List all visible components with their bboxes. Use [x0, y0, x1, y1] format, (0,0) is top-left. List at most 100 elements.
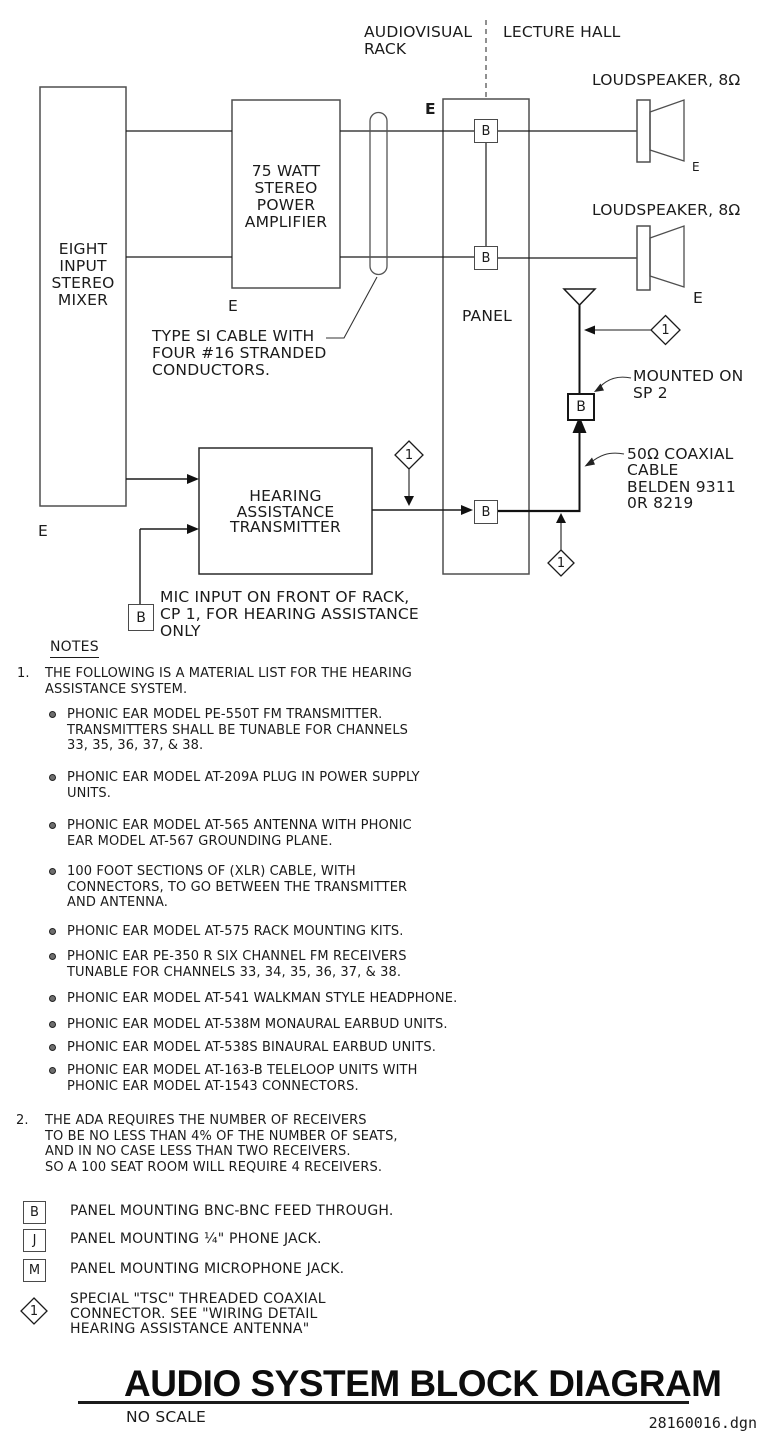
bullet-icon	[49, 953, 56, 960]
text-line: POWER	[256, 196, 316, 214]
text-line: SP 2	[633, 384, 668, 402]
text-line: AND ANTENNA.	[67, 895, 168, 910]
callout-diamond-antenna	[650, 314, 681, 346]
note1-bullet-1: PHONIC EAR MODEL PE-550T FM TRANSMITTER.…	[67, 707, 408, 754]
mic-note: MIC INPUT ON FRONT OF RACK,CP 1, FOR HEA…	[160, 589, 419, 640]
e-label-amp: E	[228, 297, 238, 315]
speaker2-horn	[649, 225, 685, 288]
callout-1-coax: 1	[556, 556, 566, 571]
text-line: TUNABLE FOR CHANNELS 33, 34, 35, 36, 37,…	[67, 964, 402, 980]
legend-j-letter: J	[32, 1233, 37, 1248]
note1-bullet-8: PHONIC EAR MODEL AT-538M MONAURAL EARBUD…	[67, 1017, 448, 1033]
note1-number: 1.	[17, 666, 30, 681]
mounted-note-leader	[598, 376, 632, 389]
text-line: CONNECTOR. SEE "WIRING DETAIL	[70, 1306, 318, 1322]
text-line: STEREO	[254, 179, 318, 197]
coax-note-leader	[589, 452, 625, 464]
legend-m-letter: M	[28, 1263, 41, 1278]
note1-bullet-10: PHONIC EAR MODEL AT-163-B TELELOOP UNITS…	[67, 1063, 417, 1094]
panel-box	[442, 98, 530, 575]
legend-b-symbol: B	[23, 1201, 46, 1224]
arrowhead-output	[461, 505, 473, 515]
bnc-letter: B	[481, 504, 491, 520]
e-label-speaker1: E	[692, 160, 700, 174]
text-line: ASSISTANCE	[236, 502, 335, 521]
text-line: TRANSMITTERS SHALL BE TUNABLE FOR CHANNE…	[67, 722, 409, 738]
e-label-mixer: E	[38, 522, 48, 540]
speaker1-driver	[636, 99, 651, 163]
arrowhead-coax-up	[572, 416, 587, 433]
bullet-icon	[49, 995, 56, 1002]
text-line: PHONIC EAR MODEL AT-565 ANTENNA WITH PHO…	[67, 818, 412, 833]
note2-text: THE ADA REQUIRES THE NUMBER OF RECEIVERS…	[45, 1113, 398, 1175]
text-line: CABLE	[627, 461, 679, 480]
bnc-letter: B	[576, 399, 586, 415]
text-line: PHONIC EAR MODEL AT-575 RACK MOUNTING KI…	[67, 924, 404, 939]
legend-j-text: PANEL MOUNTING ¼" PHONE JACK.	[70, 1231, 322, 1247]
text-line: MIXER	[57, 291, 109, 309]
text-line: TO BE NO LESS THAN 4% OF THE NUMBER OF S…	[45, 1128, 398, 1144]
bnc-letter: B	[481, 250, 491, 266]
antenna-icon	[562, 288, 597, 307]
text-line: 50Ω COAXIAL	[627, 445, 734, 463]
bullet-icon	[49, 868, 56, 875]
speaker2-label: LOUDSPEAKER, 8Ω	[592, 201, 741, 219]
bullet-icon	[49, 1067, 56, 1074]
legend-b-letter: B	[30, 1205, 39, 1220]
text-line: MOUNTED ON	[633, 367, 744, 385]
text-line: RACK	[364, 40, 407, 58]
text-line: SPECIAL "TSC" THREADED COAXIAL	[70, 1291, 326, 1307]
note1-bullet-6: PHONIC EAR PE-350 R SIX CHANNEL FM RECEI…	[67, 949, 407, 980]
note1-text: THE FOLLOWING IS A MATERIAL LIST FOR THE…	[45, 666, 412, 697]
text-line: THE ADA REQUIRES THE NUMBER OF RECEIVERS	[45, 1113, 367, 1128]
note2-number: 2.	[16, 1113, 29, 1128]
text-line: FOUR #16 STRANDED	[152, 344, 327, 362]
speaker1-horn	[649, 99, 685, 162]
note1-bullet-5: PHONIC EAR MODEL AT-575 RACK MOUNTING KI…	[67, 924, 404, 940]
text-line: CP 1, FOR HEARING ASSISTANCE	[160, 605, 419, 623]
text-line: TRANSMITTER	[229, 518, 342, 536]
arrowhead-callout-coax	[556, 513, 566, 523]
text-line: PHONIC EAR MODEL AT-163-B TELELOOP UNITS…	[67, 1063, 418, 1078]
legend-b-text: PANEL MOUNTING BNC-BNC FEED THROUGH.	[70, 1203, 394, 1219]
text-line: PHONIC EAR MODEL AT-209A PLUG IN POWER S…	[67, 770, 420, 785]
note1-bullet-2: PHONIC EAR MODEL AT-209A PLUG IN POWER S…	[67, 770, 420, 801]
callout-1-antenna: 1	[661, 323, 670, 338]
bullet-icon	[49, 774, 56, 781]
callout-1-output: 1	[404, 448, 414, 463]
bullet-icon	[49, 1044, 56, 1051]
legend-m-symbol: M	[23, 1259, 46, 1282]
text-line: INPUT	[59, 257, 107, 275]
legend-diamond-icon	[20, 1297, 48, 1325]
notes-heading: NOTES	[50, 639, 99, 658]
text-line: PHONIC EAR MODEL AT-538M MONAURAL EARBUD…	[67, 1017, 448, 1032]
bnc-connector-b2: B	[474, 246, 498, 270]
amplifier-box	[231, 99, 341, 289]
text-line: AND IN NO CASE LESS THAN TWO RECEIVERS.	[45, 1144, 351, 1159]
arrowhead-input-1	[187, 474, 199, 484]
note1-bullet-3: PHONIC EAR MODEL AT-565 ANTENNA WITH PHO…	[67, 818, 412, 849]
bullet-icon	[49, 822, 56, 829]
text-line: MIC INPUT ON FRONT OF RACK,	[160, 588, 410, 606]
arrowhead-mounted-note	[594, 383, 604, 392]
legend-1-number: 1	[29, 1304, 39, 1319]
bullet-icon	[49, 928, 56, 935]
text-line: PHONIC EAR MODEL AT-1543 CONNECTORS.	[67, 1078, 359, 1094]
bnc-letter: B	[136, 609, 146, 626]
file-name: 28160016.dgn	[648, 1414, 757, 1432]
cable-note-leader-line	[326, 276, 378, 339]
cable-bundle-symbol	[369, 111, 388, 276]
text-line: PHONIC EAR PE-350 R SIX CHANNEL FM RECEI…	[67, 949, 407, 964]
arrowhead-coax-note	[584, 457, 595, 467]
text-line: CONNECTORS, TO GO BETWEEN THE TRANSMITTE…	[67, 879, 408, 895]
text-line: 100 FOOT SECTIONS OF (XLR) CABLE, WITH	[67, 864, 356, 879]
text-line: TYPE SI CABLE WITH	[152, 327, 315, 345]
mixer-box	[39, 86, 127, 507]
title-underline	[78, 1401, 689, 1404]
